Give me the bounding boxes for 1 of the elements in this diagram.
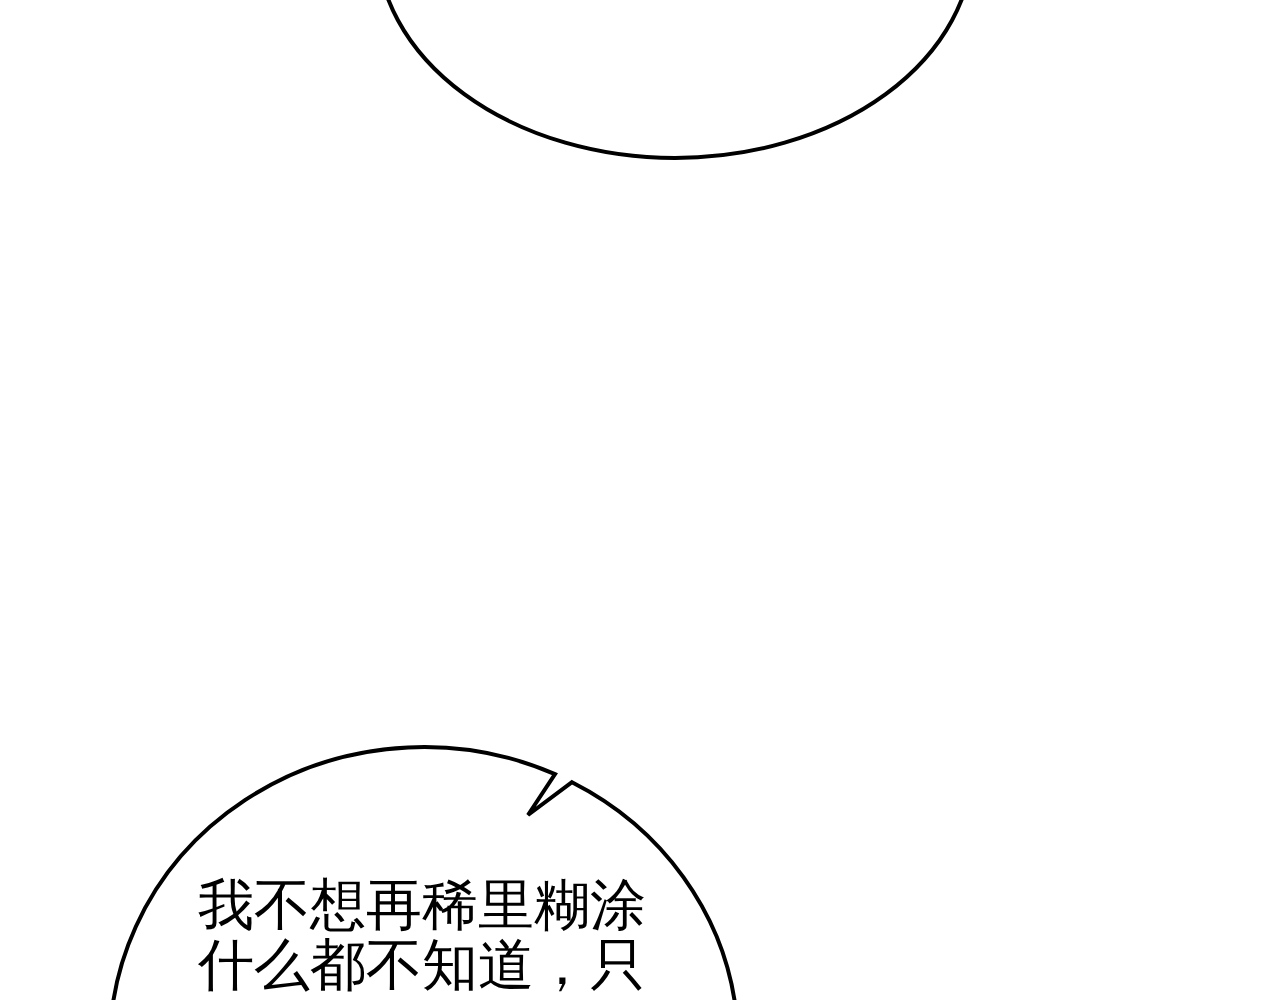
dialogue-text: 我不想再稀里糊涂什么都不知道，只 (198, 875, 647, 995)
